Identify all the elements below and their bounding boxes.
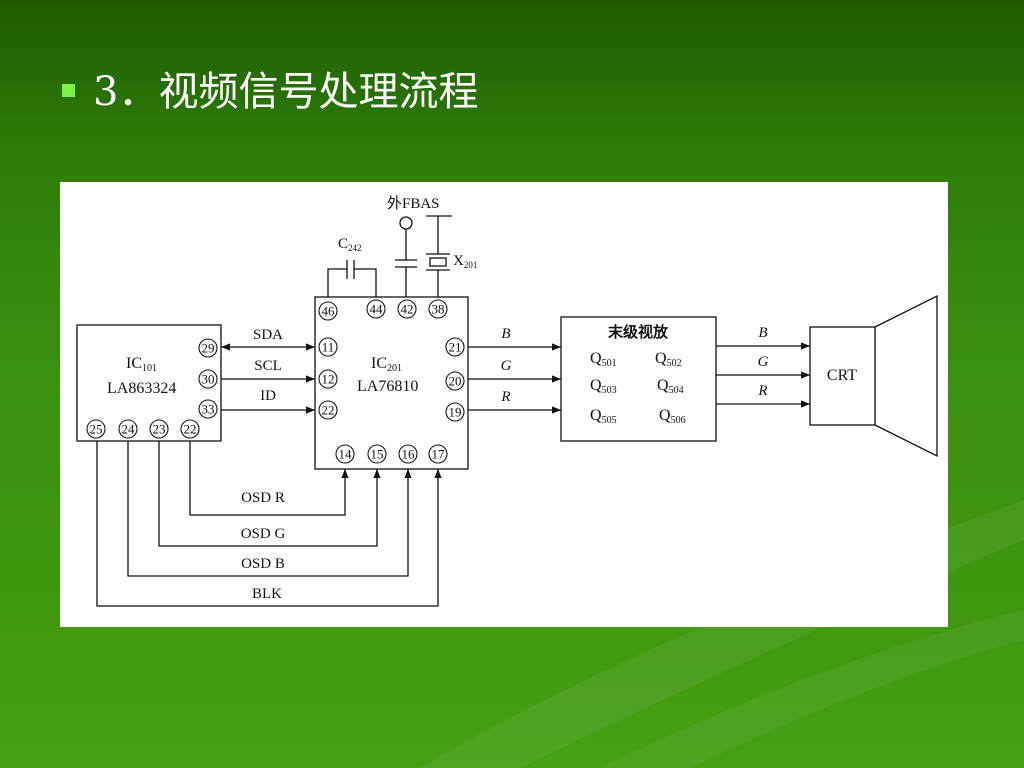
square-bullet-icon	[62, 83, 75, 97]
ic101-pin-29: 29	[202, 341, 215, 356]
signal-flow-diagram: 29 30 33 25 24 23 22 46 44 42 38 11 12 2…	[76, 195, 938, 607]
ic201-box	[314, 296, 469, 470]
ic201-pin-20: 20	[449, 374, 462, 389]
pin-markers	[86, 299, 465, 464]
ic101-label: IC101	[126, 355, 157, 374]
osd-r-label: OSD R	[241, 490, 285, 506]
bus-sda-label: SDA	[253, 327, 283, 343]
q501-label: Q501	[590, 350, 617, 369]
crt-label: CRT	[827, 367, 857, 384]
ic-b-label: B	[501, 326, 510, 342]
ic101-box	[76, 324, 222, 442]
ic-g-label: G	[501, 358, 512, 374]
ext-fbas-label: 外FBAS	[387, 195, 440, 212]
ic201-pin-46: 46	[322, 304, 336, 319]
ic-r-label: R	[500, 389, 510, 405]
ic201-pin-12: 12	[322, 372, 335, 387]
ic201-pin-22: 22	[322, 403, 335, 418]
diagram-panel: 29 30 33 25 24 23 22 46 44 42 38 11 12 2…	[60, 182, 948, 627]
bus-scl-label: SCL	[254, 358, 282, 374]
ic201-pin-17: 17	[432, 447, 446, 462]
slide-title-text: 3．视频信号处理流程	[93, 69, 479, 115]
ic101-pin-33: 33	[202, 402, 215, 417]
ic201-pin-14: 14	[339, 447, 353, 462]
ic201-pin-16: 16	[402, 447, 416, 462]
q502-label: Q502	[655, 350, 682, 369]
ic201-label: IC201	[371, 355, 402, 374]
osd-g-label: OSD G	[241, 526, 286, 542]
x201-label: X201	[453, 253, 477, 270]
crt-screen	[874, 294, 938, 458]
ic201-pin-15: 15	[371, 447, 384, 462]
ic201-pin-44: 44	[370, 302, 384, 317]
ic101-part: LA863324	[107, 380, 176, 397]
ic101-pin-25: 25	[90, 422, 103, 437]
ic101-pin-22: 22	[184, 422, 197, 437]
q504-label: Q504	[657, 377, 684, 396]
ic201-pin-21: 21	[449, 340, 462, 355]
q506-label: Q506	[659, 407, 686, 426]
crt-g-label: G	[758, 354, 769, 370]
ic201-pin-42: 42	[401, 302, 414, 317]
crt-box	[809, 326, 876, 426]
ic201-part: LA76810	[357, 378, 418, 395]
ic101-pin-23: 23	[153, 422, 166, 437]
final-stage-title: 末级视放	[608, 323, 669, 341]
c242-label: C242	[338, 236, 362, 253]
blk-label: BLK	[252, 586, 282, 602]
osd-b-label: OSD B	[241, 556, 285, 572]
bus-id-label: ID	[260, 388, 276, 404]
ic201-pin-11: 11	[322, 340, 335, 355]
ic201-pin-19: 19	[449, 405, 462, 420]
slide-title: 3．视频信号处理流程	[62, 58, 478, 118]
ic201-pin-38: 38	[432, 302, 445, 317]
q503-label: Q503	[590, 377, 617, 396]
crt-b-label: B	[758, 325, 767, 341]
ic101-pin-30: 30	[202, 372, 215, 387]
q505-label: Q505	[590, 407, 617, 426]
crt-r-label: R	[757, 383, 767, 399]
ic101-pin-24: 24	[122, 422, 136, 437]
